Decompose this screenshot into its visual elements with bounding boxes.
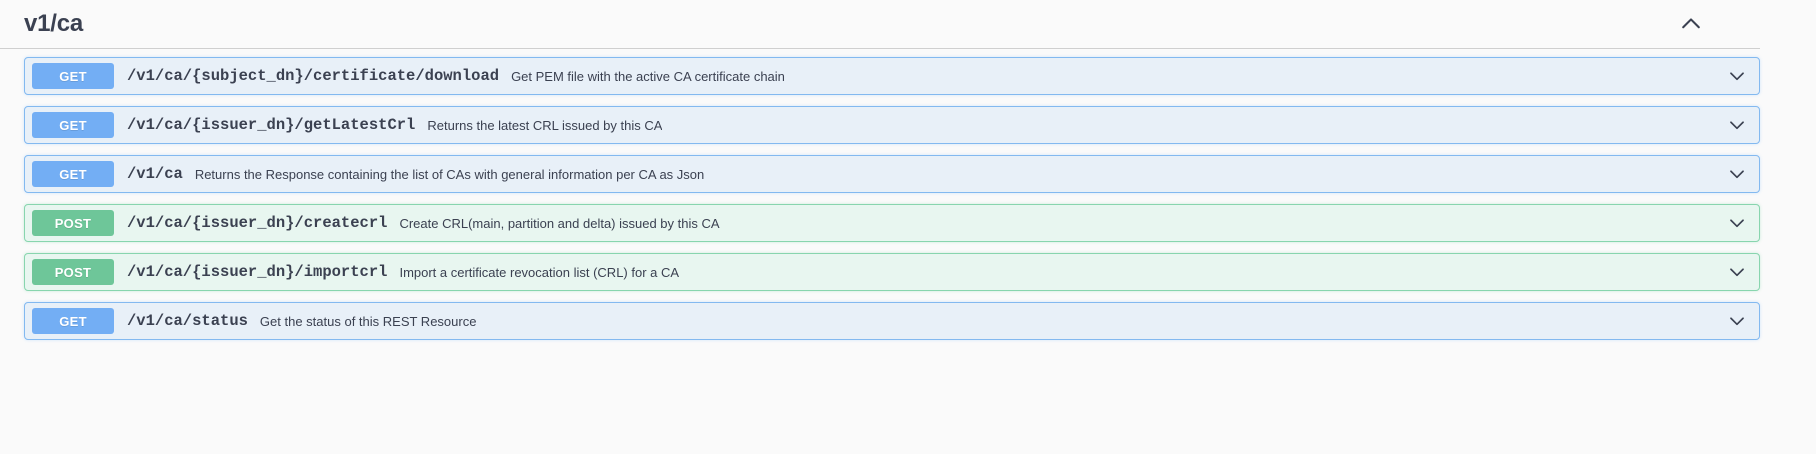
operation-row[interactable]: GET /v1/ca/{subject_dn}/certificate/down… — [24, 57, 1760, 95]
chevron-down-icon[interactable] — [1725, 309, 1749, 333]
chevron-down-icon[interactable] — [1725, 260, 1749, 284]
chevron-down-icon[interactable] — [1725, 162, 1749, 186]
operation-path: /v1/ca/{issuer_dn}/createcrl — [127, 214, 388, 232]
method-badge-get: GET — [32, 161, 114, 187]
operation-summary: Get PEM file with the active CA certific… — [511, 68, 785, 84]
operation-summary: Create CRL(main, partition and delta) is… — [399, 215, 720, 231]
operation-path: /v1/ca/{issuer_dn}/importcrl — [127, 263, 388, 281]
chevron-up-icon[interactable] — [1678, 11, 1704, 37]
section-title: v1/ca — [24, 10, 84, 37]
operation-row[interactable]: POST /v1/ca/{issuer_dn}/createcrl Create… — [24, 204, 1760, 242]
method-badge-post: POST — [32, 210, 114, 236]
method-badge-get: GET — [32, 63, 114, 89]
operation-path: /v1/ca/status — [127, 312, 248, 330]
operation-summary: Returns the Response containing the list… — [194, 166, 705, 182]
operation-path: /v1/ca/{subject_dn}/certificate/download — [127, 67, 500, 85]
method-badge-get: GET — [32, 112, 114, 138]
operation-path: /v1/ca/{issuer_dn}/getLatestCrl — [127, 116, 416, 134]
chevron-down-icon[interactable] — [1725, 64, 1749, 88]
operation-summary: Returns the latest CRL issued by this CA — [427, 117, 663, 133]
section-header-v1-ca[interactable]: v1/ca — [0, 0, 1760, 49]
chevron-down-icon[interactable] — [1725, 211, 1749, 235]
chevron-down-icon[interactable] — [1725, 113, 1749, 137]
operation-summary: Import a certificate revocation list (CR… — [399, 264, 680, 280]
operation-row[interactable]: POST /v1/ca/{issuer_dn}/importcrl Import… — [24, 253, 1760, 291]
method-badge-post: POST — [32, 259, 114, 285]
operation-row[interactable]: GET /v1/ca/{issuer_dn}/getLatestCrl Retu… — [24, 106, 1760, 144]
operation-path: /v1/ca — [127, 165, 183, 183]
operation-list: GET /v1/ca/{subject_dn}/certificate/down… — [0, 49, 1816, 340]
method-badge-get: GET — [32, 308, 114, 334]
operation-row[interactable]: GET /v1/ca/status Get the status of this… — [24, 302, 1760, 340]
operation-summary: Get the status of this REST Resource — [259, 313, 477, 329]
operation-row[interactable]: GET /v1/ca Returns the Response containi… — [24, 155, 1760, 193]
